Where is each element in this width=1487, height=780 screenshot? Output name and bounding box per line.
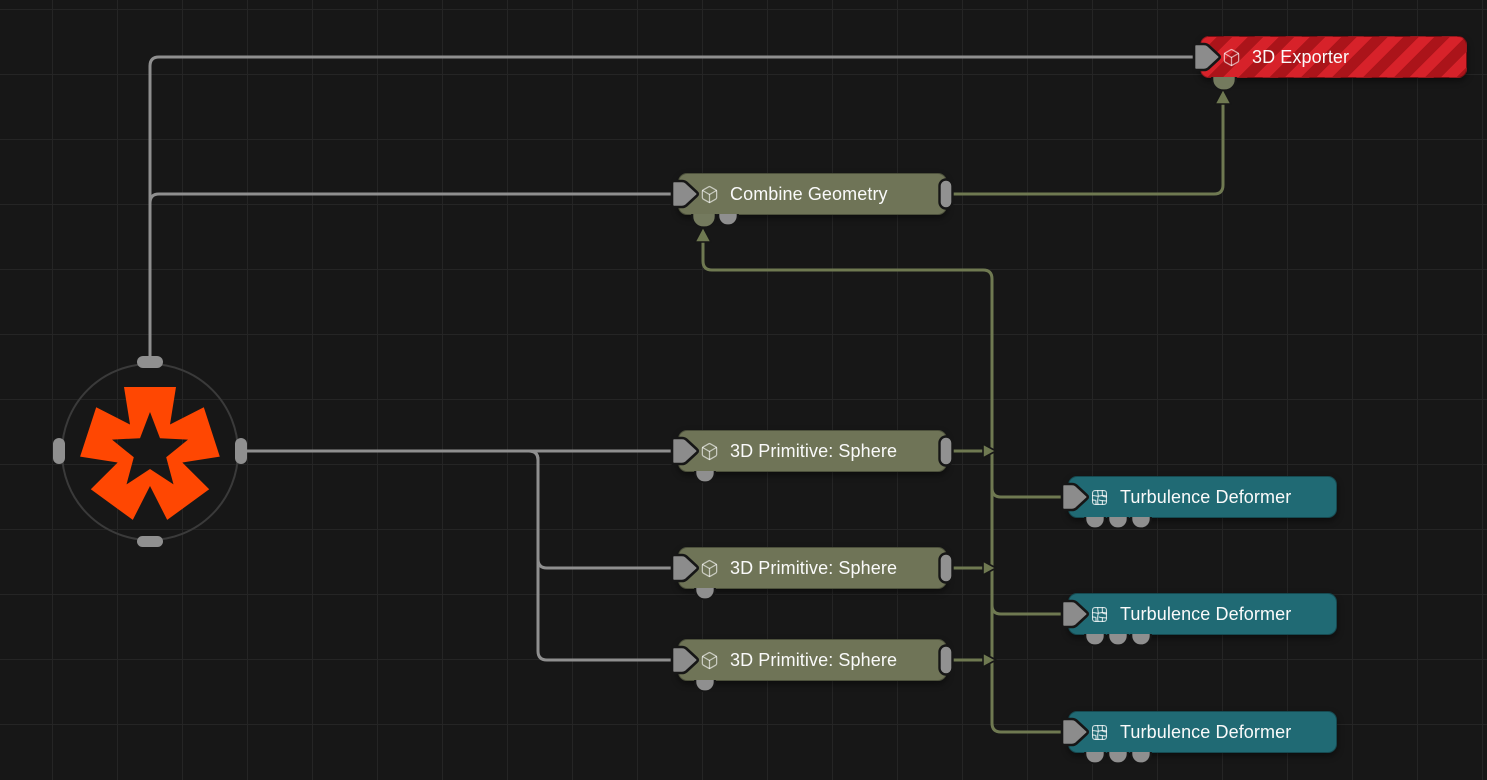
hub-port-right[interactable] xyxy=(235,438,247,464)
bottom-port[interactable] xyxy=(690,214,718,228)
bottom-stub[interactable] xyxy=(693,471,717,483)
node-label: 3D Primitive: Sphere xyxy=(730,440,898,461)
input-port[interactable] xyxy=(1059,481,1090,514)
node-turbulence-1[interactable]: Turbulence Deformer xyxy=(1060,476,1337,529)
arrow-up-into-combine xyxy=(694,226,712,243)
box-icon xyxy=(700,185,719,204)
node-label: 3D Primitive: Sphere xyxy=(730,557,898,578)
input-port[interactable] xyxy=(1191,41,1222,74)
bottom-stub[interactable] xyxy=(693,680,717,692)
warp-grid-icon xyxy=(1090,605,1109,624)
hub-node[interactable] xyxy=(30,332,270,572)
hub-port-bottom[interactable] xyxy=(137,536,163,547)
input-port[interactable] xyxy=(1059,598,1090,631)
input-port[interactable] xyxy=(669,644,700,677)
warp-grid-icon xyxy=(1090,488,1109,507)
node-sphere-3[interactable]: 3D Primitive: Sphere xyxy=(670,639,954,692)
box-icon xyxy=(700,651,719,670)
node-label: Turbulence Deformer xyxy=(1120,486,1292,507)
input-port[interactable] xyxy=(1059,716,1090,749)
input-port[interactable] xyxy=(669,552,700,585)
wire-hub-to-sphere-2 xyxy=(247,449,672,570)
wire-hub-to-combine xyxy=(148,192,672,363)
box-icon xyxy=(700,559,719,578)
node-label: 3D Exporter xyxy=(1252,46,1350,67)
bottom-stub[interactable] xyxy=(1106,634,1130,646)
wire-trunk-to-turbulence-1 xyxy=(990,487,1062,499)
bottom-stub[interactable] xyxy=(1106,517,1130,529)
node-3d-exporter[interactable]: 3D Exporter xyxy=(1192,36,1467,91)
box-icon xyxy=(700,442,719,461)
wire-hub-to-exporter xyxy=(148,55,1194,363)
output-port[interactable] xyxy=(938,552,954,584)
bottom-stub[interactable] xyxy=(1129,517,1153,529)
node-combine-geometry[interactable]: Combine Geometry xyxy=(670,173,954,228)
box-icon xyxy=(1222,48,1241,67)
output-port[interactable] xyxy=(938,178,954,210)
node-sphere-1[interactable]: 3D Primitive: Sphere xyxy=(670,430,954,483)
star-emblem-icon xyxy=(80,387,220,520)
wire-combine-to-exporter xyxy=(952,98,1225,196)
bottom-stub[interactable] xyxy=(1129,752,1153,764)
output-port[interactable] xyxy=(938,644,954,676)
wire-trunk-to-turbulence-2 xyxy=(990,604,1062,616)
hub-port-top[interactable] xyxy=(137,356,163,368)
bottom-stub[interactable] xyxy=(1083,634,1107,646)
node-turbulence-2[interactable]: Turbulence Deformer xyxy=(1060,593,1337,646)
wire-hub-to-sphere-3 xyxy=(247,449,672,662)
node-turbulence-3[interactable]: Turbulence Deformer xyxy=(1060,711,1337,764)
junction-arrow-2 xyxy=(982,560,997,576)
bottom-stub[interactable] xyxy=(1083,752,1107,764)
bottom-stub[interactable] xyxy=(716,214,740,226)
wire-trunk xyxy=(701,240,1062,734)
bottom-stub[interactable] xyxy=(693,588,717,600)
bottom-port[interactable] xyxy=(1210,77,1238,91)
warp-grid-icon xyxy=(1090,723,1109,742)
node-label: Combine Geometry xyxy=(730,183,888,204)
node-label: 3D Primitive: Sphere xyxy=(730,649,898,670)
node-sphere-2[interactable]: 3D Primitive: Sphere xyxy=(670,547,954,600)
arrow-up-into-exporter xyxy=(1214,88,1232,105)
output-port[interactable] xyxy=(938,435,954,467)
bottom-stub[interactable] xyxy=(1129,634,1153,646)
input-port[interactable] xyxy=(669,178,700,211)
input-port[interactable] xyxy=(669,435,700,468)
bottom-stub[interactable] xyxy=(1106,752,1130,764)
hub-port-left[interactable] xyxy=(53,438,65,464)
bottom-stub[interactable] xyxy=(1083,517,1107,529)
node-label: Turbulence Deformer xyxy=(1120,721,1292,742)
junction-arrow-1 xyxy=(982,443,997,459)
node-label: Turbulence Deformer xyxy=(1120,603,1292,624)
junction-arrow-3 xyxy=(982,652,997,668)
